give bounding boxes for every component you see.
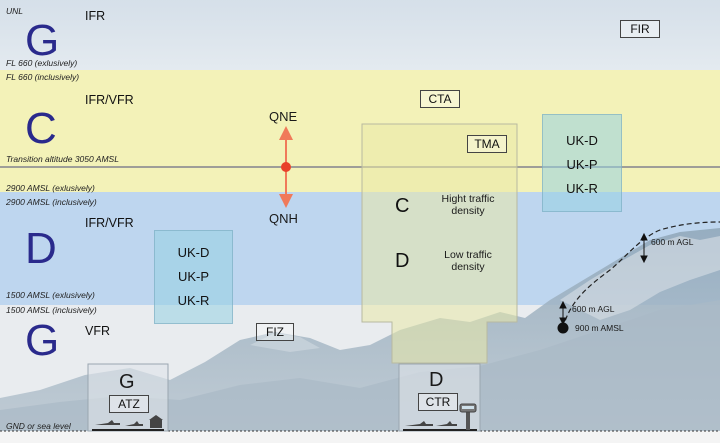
ground-strip: [0, 431, 720, 443]
cta-label: CTA: [420, 90, 460, 108]
aircraft-icons-atz: [95, 415, 163, 428]
label-1500-exclusive: 1500 AMSL (exlusively): [6, 290, 95, 300]
tma-label: TMA: [467, 135, 507, 153]
class-c-letter: C: [25, 104, 57, 153]
label-transition-altitude: Transition altitude 3050 AMSL: [6, 154, 119, 164]
atz-label: ATZ: [109, 395, 149, 413]
class-d-rules: IFR/VFR: [85, 216, 134, 230]
class-g-upper-letter: G: [25, 16, 60, 65]
qne-label: QNE: [269, 109, 298, 124]
amsl-point-label: 900 m AMSL: [575, 323, 624, 333]
class-g-upper-rules: IFR: [85, 9, 106, 23]
uk-right-d: UK-D: [566, 133, 598, 148]
label-2900-inclusive: 2900 AMSL (inclusively): [6, 197, 97, 207]
uk-right-r: UK-R: [566, 181, 598, 196]
label-gnd: GND or sea level: [6, 421, 71, 431]
ctr-class-letter: D: [429, 369, 444, 391]
atz-class-letter: G: [119, 371, 135, 393]
agl-lower-arrow: [559, 300, 567, 326]
agl-upper-label: 600 m AGL: [651, 237, 694, 247]
tma-high-density-text: Hight traffic density: [441, 193, 495, 217]
agl-lower-label: 600 m AGL: [572, 304, 615, 314]
aircraft-icons-ctr: [405, 421, 457, 426]
label-unl: UNL: [6, 6, 24, 16]
uk-left-d: UK-D: [177, 245, 210, 260]
uk-zones-left: UK-D UK-P UK-R: [154, 230, 233, 324]
tma-class-c-letter: C: [395, 195, 410, 217]
tma-class-d-letter: D: [395, 250, 410, 272]
amsl-point-marker: [557, 322, 569, 334]
class-c-rules: IFR/VFR: [85, 93, 134, 107]
tma-low-density-text: Low traffic density: [444, 249, 492, 273]
class-d-letter: D: [25, 224, 57, 273]
uk-right-p: UK-P: [566, 157, 598, 172]
label-fl660-inclusive: FL 660 (inclusively): [6, 72, 80, 82]
fiz-label: FIZ: [256, 323, 294, 341]
class-g-lower-rules: VFR: [85, 324, 110, 338]
uk-zones-right: UK-D UK-P UK-R: [542, 114, 622, 212]
control-tower-icon: [459, 403, 477, 430]
label-1500-inclusive: 1500 AMSL (inclusively): [6, 305, 97, 315]
ctr-label: CTR: [418, 393, 458, 411]
label-fl660-exclusive: FL 660 (exlusively): [6, 58, 78, 68]
tma-ctr-volume: [361, 123, 518, 364]
agl-upper-arrow: [640, 232, 648, 264]
flight-path: [562, 221, 720, 329]
uk-left-r: UK-R: [177, 293, 210, 308]
label-2900-exclusive: 2900 AMSL (exlusively): [6, 183, 95, 193]
fir-label: FIR: [620, 20, 660, 38]
class-g-lower-letter: G: [25, 316, 60, 365]
qne-qnh-arrow: [279, 126, 293, 208]
qnh-label: QNH: [269, 211, 298, 226]
uk-left-p: UK-P: [177, 269, 210, 284]
